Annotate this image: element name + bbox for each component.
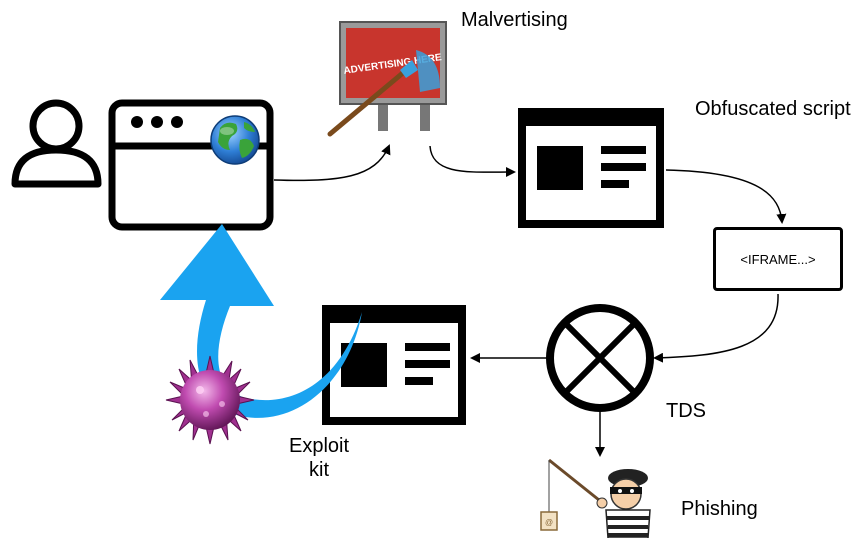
iframe-box: <IFRAME...>	[713, 227, 843, 291]
flow-arrows	[273, 144, 787, 457]
phisher-fishing-icon: @	[540, 458, 651, 538]
exploit-kit-label-line2: kit	[309, 459, 329, 481]
arrow-iframe-to-tds	[653, 293, 779, 363]
user-icon	[11, 99, 102, 188]
svg-text:@: @	[545, 518, 553, 527]
arrow-script-to-iframe	[665, 169, 787, 224]
webpage-icon-obfuscated	[518, 108, 664, 228]
tds-label: TDS	[666, 400, 706, 422]
arrow-billboard-to-script	[429, 145, 516, 178]
malvertising-label: Malvertising	[461, 9, 568, 31]
virus-icon	[165, 355, 255, 445]
exploit-kit-label: Exploit kit	[275, 434, 363, 482]
billboard-icon: ADVERTISING HERE	[327, 21, 447, 137]
iframe-label: <IFRAME...>	[740, 251, 816, 267]
arrow-browser-to-billboard	[273, 144, 391, 182]
circle-x-icon	[546, 304, 654, 412]
exploit-kit-label-line1: Exploit	[288, 435, 350, 457]
obfuscated-script-label: Obfuscated script	[695, 98, 851, 120]
phishing-label: Phishing	[681, 498, 758, 520]
globe-icon	[210, 115, 260, 165]
